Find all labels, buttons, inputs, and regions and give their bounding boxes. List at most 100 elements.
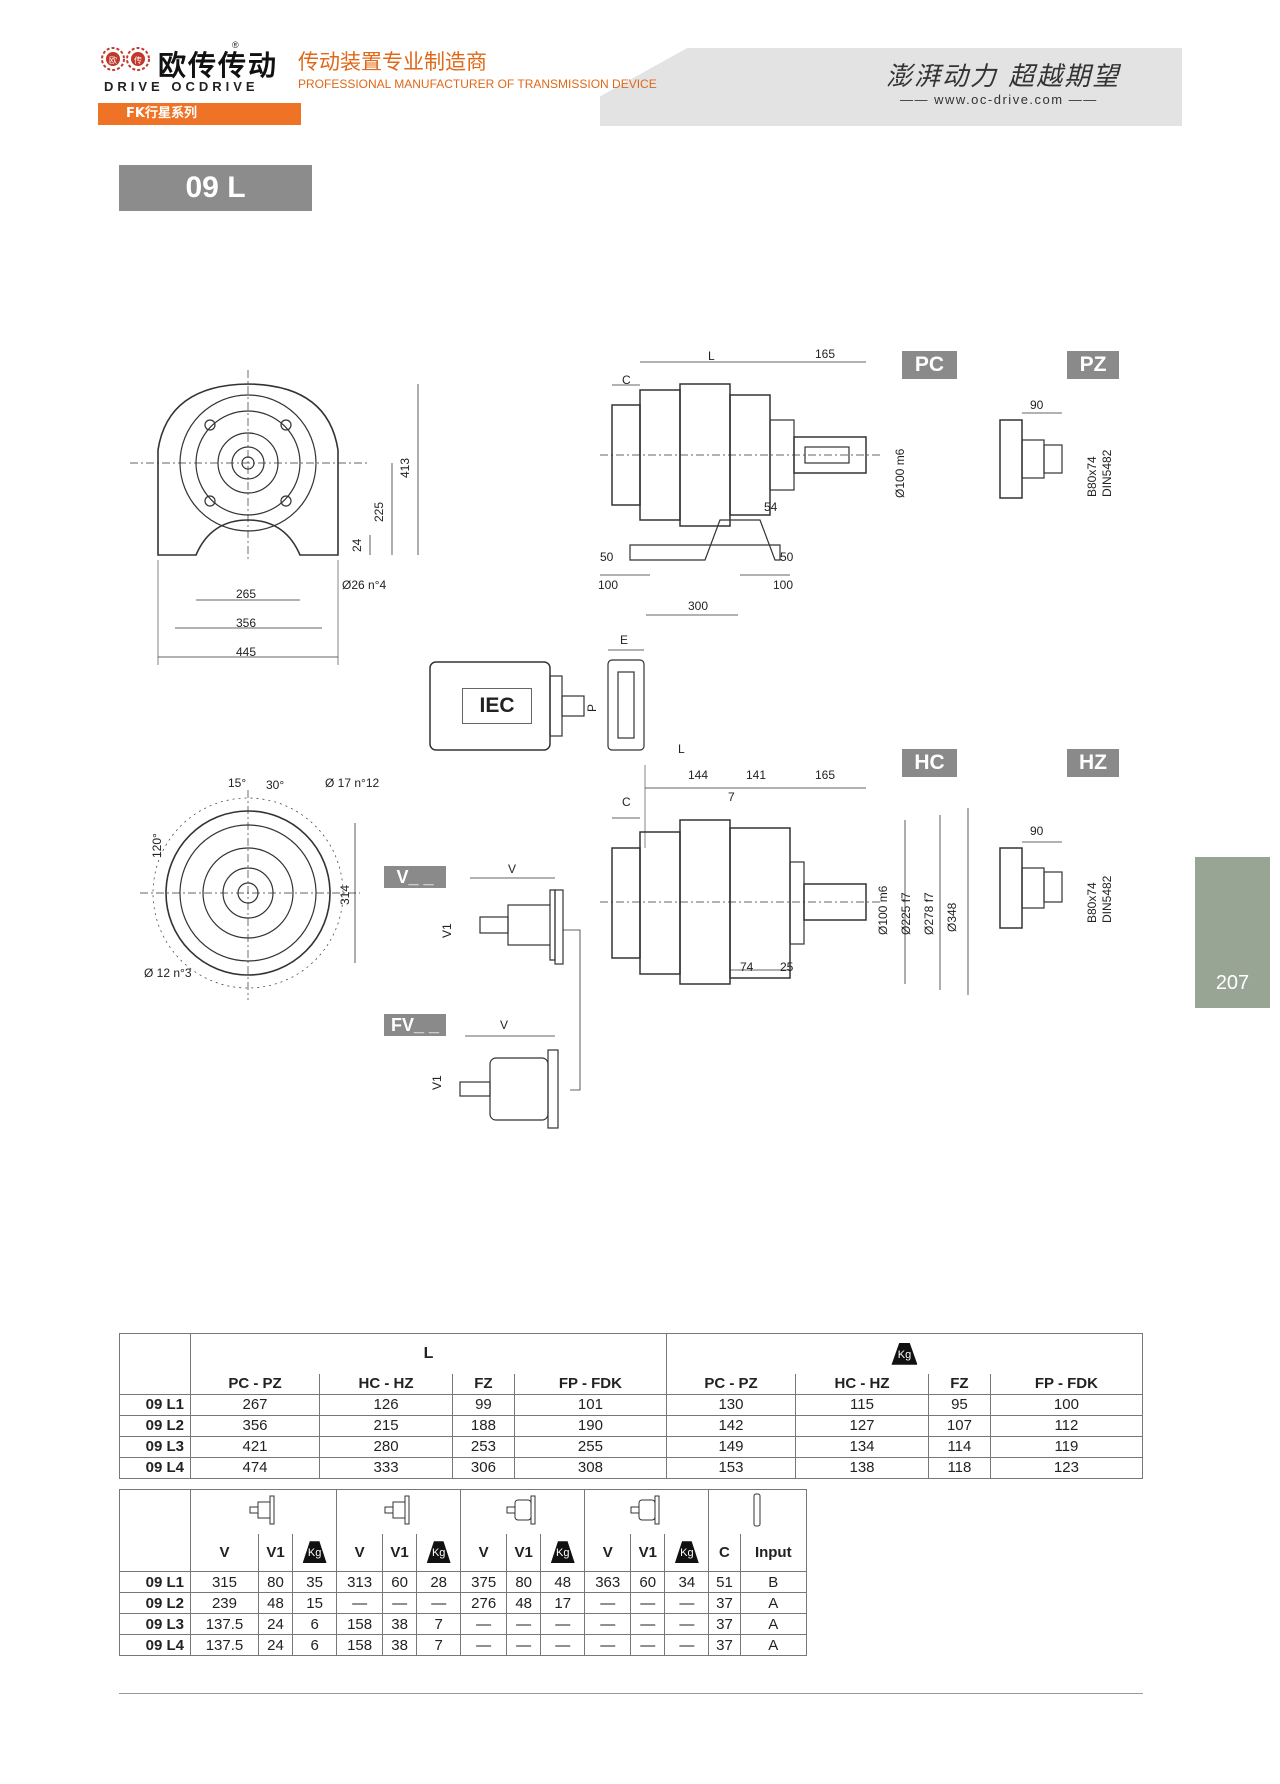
dim-74: 74 bbox=[740, 960, 754, 974]
v-adapter-icon bbox=[384, 1495, 410, 1525]
dim-v: V bbox=[508, 862, 517, 876]
table-cell: 112 bbox=[989, 1414, 1144, 1437]
adapter-fv-icon-cell-2 bbox=[584, 1489, 710, 1534]
table-cell: 158 bbox=[336, 1634, 384, 1656]
table-row: 09 L2 356 215 188 190 142 127 107 112 bbox=[119, 1414, 1144, 1437]
table-cell: 137.5 bbox=[190, 1613, 259, 1635]
table-cell: 130 bbox=[665, 1393, 797, 1416]
weight-icon: Kg bbox=[674, 1541, 699, 1564]
table-cell: 100 bbox=[989, 1393, 1144, 1416]
table-cell: 375 bbox=[460, 1571, 508, 1593]
col-kg: Kg bbox=[292, 1533, 338, 1572]
dim-shaft-pc: Ø100 m6 bbox=[893, 448, 907, 498]
dim-c-hc: C bbox=[622, 795, 631, 809]
dim-e: E bbox=[620, 633, 629, 647]
row-label: 09 L4 bbox=[119, 1634, 191, 1656]
spline-pz-1: B80x74 bbox=[1085, 456, 1099, 497]
table-cell: 158 bbox=[336, 1613, 384, 1635]
table-cell: 280 bbox=[319, 1435, 454, 1458]
table-cell: 60 bbox=[630, 1571, 666, 1593]
dim-314: 314 bbox=[338, 884, 352, 905]
table-cell: 48 bbox=[540, 1571, 586, 1593]
table-cell: 126 bbox=[319, 1393, 454, 1416]
table-cell: 118 bbox=[928, 1456, 991, 1479]
table-cell: — bbox=[506, 1613, 542, 1635]
table-cell: 276 bbox=[460, 1592, 508, 1614]
dim-144: 144 bbox=[688, 768, 709, 782]
col-v: V bbox=[584, 1533, 632, 1572]
table-cell: 60 bbox=[382, 1571, 418, 1593]
angle-30: 30° bbox=[266, 778, 285, 792]
hc-side-view-drawing bbox=[600, 765, 969, 995]
pz-drawing bbox=[999, 412, 1063, 499]
adapter-table: V V1 Kg V V1 Kg V V1 Kg V V1 Kg C Input … bbox=[119, 1489, 808, 1656]
col-c: C bbox=[708, 1533, 741, 1572]
dim-v1: V1 bbox=[440, 923, 454, 938]
col-v1: V1 bbox=[630, 1533, 666, 1572]
row-label: 09 L2 bbox=[119, 1592, 191, 1614]
table-cell: — bbox=[630, 1592, 666, 1614]
table-cell: — bbox=[460, 1613, 508, 1635]
table-cell: — bbox=[630, 1613, 666, 1635]
table-cell: 123 bbox=[989, 1456, 1144, 1479]
dim-fv-v1: V1 bbox=[430, 1075, 444, 1090]
table2-corner bbox=[119, 1489, 191, 1572]
dim-100a: 100 bbox=[598, 578, 619, 592]
tag-iec: IEC bbox=[462, 688, 532, 724]
col-v1: V1 bbox=[382, 1533, 418, 1572]
dim-shaft-hc: Ø100 m6 bbox=[876, 885, 890, 935]
dim-141: 141 bbox=[746, 768, 767, 782]
table-cell: 6 bbox=[292, 1634, 338, 1656]
table-row: 09 L1 267 126 99 101 130 115 95 100 bbox=[119, 1393, 1144, 1416]
table-cell: 138 bbox=[795, 1456, 929, 1479]
dim-c-pc: C bbox=[622, 373, 631, 387]
v-adapter-drawing bbox=[470, 877, 564, 965]
table-cell: 80 bbox=[506, 1571, 542, 1593]
table-cell: 115 bbox=[795, 1393, 929, 1416]
table-cell: 7 bbox=[416, 1634, 462, 1656]
table-cell: 315 bbox=[190, 1571, 259, 1593]
page-number: 207 bbox=[1215, 972, 1250, 994]
table-cell: 35 bbox=[292, 1571, 338, 1593]
table-cell: 37 bbox=[708, 1634, 741, 1656]
table-cell: 253 bbox=[452, 1435, 515, 1458]
dim-165-pc: 165 bbox=[815, 347, 836, 361]
row-label: 09 L2 bbox=[119, 1414, 191, 1437]
table-cell: — bbox=[416, 1592, 462, 1614]
col-v: V bbox=[336, 1533, 384, 1572]
table-cell: 37 bbox=[708, 1613, 741, 1635]
dim-p: P bbox=[585, 703, 599, 712]
tag-hz: HZ bbox=[1067, 749, 1119, 777]
dimension-weight-table: L Kg PC - PZ HC - HZ FZ FP - FDK PC - PZ… bbox=[119, 1333, 1144, 1479]
row-label: 09 L4 bbox=[119, 1456, 191, 1479]
table-cell: 80 bbox=[257, 1571, 294, 1593]
table-row: 09 L2 239 48 15 — — — 276 48 17 — — — 37… bbox=[119, 1592, 808, 1614]
table-cell: 474 bbox=[189, 1456, 321, 1479]
v-adapter-icon bbox=[249, 1495, 275, 1525]
table-cell: 51 bbox=[708, 1571, 741, 1593]
table-cell: — bbox=[664, 1634, 710, 1656]
table-cell: 15 bbox=[292, 1592, 338, 1614]
adapter-v-icon-cell-2 bbox=[336, 1489, 462, 1534]
weight-icon: Kg bbox=[550, 1541, 575, 1564]
table-cell: 24 bbox=[257, 1634, 294, 1656]
table-cell: 6 bbox=[292, 1613, 338, 1635]
table1-corner bbox=[119, 1333, 191, 1394]
dim-348: Ø348 bbox=[945, 902, 959, 932]
table-cell: 333 bbox=[319, 1456, 454, 1479]
table-cell: 99 bbox=[452, 1393, 515, 1416]
pc-side-view-drawing bbox=[600, 361, 880, 616]
dim-100b: 100 bbox=[773, 578, 794, 592]
dim-413: 413 bbox=[398, 457, 412, 478]
table-cell: — bbox=[540, 1634, 586, 1656]
table-cell: 356 bbox=[189, 1414, 321, 1437]
website-text: www.oc-drive.com bbox=[934, 92, 1064, 107]
table-cell: — bbox=[630, 1634, 666, 1656]
flange-view-drawing bbox=[140, 790, 360, 1000]
table-cell: A bbox=[739, 1592, 808, 1614]
dim-50a: 50 bbox=[600, 550, 614, 564]
table-cell: 153 bbox=[665, 1456, 797, 1479]
table-cell: — bbox=[336, 1592, 384, 1614]
angle-120: 120° bbox=[150, 833, 164, 858]
table-cell: — bbox=[540, 1613, 586, 1635]
